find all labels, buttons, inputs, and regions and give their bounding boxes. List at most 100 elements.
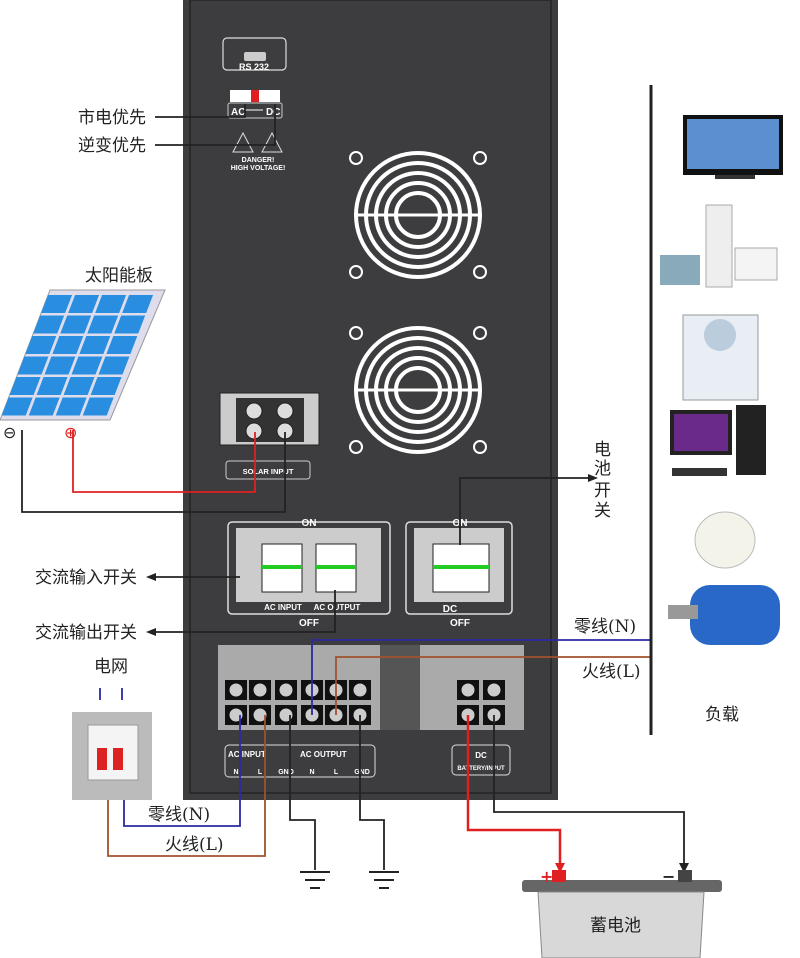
rice-cooker-icon [694,511,756,569]
terminal-screw [249,680,271,700]
svg-text:⊕: ⊕ [64,423,77,442]
solar-cell [44,356,76,375]
terminal-ac-output-label: AC OUTPUT [300,750,347,759]
solar-cell [106,336,138,354]
wiring [21,85,685,870]
battery-icon: + − [522,867,722,958]
solar-cell [52,336,84,354]
battery-plus: + [540,867,553,886]
solar-cell [87,315,119,334]
terminal-screw [225,705,247,725]
ac-input-switch-label: AC INPUT [264,603,302,612]
dc-battery-breaker[interactable] [432,543,490,593]
rs232-port: RS 232 [222,37,287,72]
arrowheads [146,474,689,873]
solar-cell [33,315,65,334]
solar-cell [60,315,92,334]
solar-panel-label: 太阳能板 [85,266,153,286]
tv-icon [683,115,783,179]
cooling-fan-icon [349,151,487,279]
battery-minus: − [662,867,675,886]
live-right-label: 火线(L) [582,662,641,682]
ground-icon [369,871,399,889]
battery-switch-label: 关 [594,501,611,521]
cooling-fan-icon [349,326,487,454]
terminal-screw [225,680,247,700]
electric-motor-icon [668,585,780,645]
solar-cell [122,295,154,313]
terminal-screw [249,705,271,725]
washing-machine-icon [682,314,759,401]
priority-switch[interactable]: AC DC [227,90,283,119]
ac-in-gnd-label: GND [278,769,294,776]
terminal-screw [275,705,297,725]
ac-breaker-group: ON AC INPUT AC OUTPUT OFF [227,518,391,629]
solar-cell [25,336,57,354]
grid-label: 电网 [94,657,128,677]
air-conditioner-icon [660,204,778,288]
solar-cell [63,377,95,395]
ac-in-n-label: N [233,769,238,776]
solar-cell [36,377,68,395]
ac-input-breaker[interactable] [261,543,303,593]
ac-output-breaker[interactable] [315,543,357,593]
solar-cell [55,397,87,416]
solar-cell [41,295,73,313]
ac-in-l-label: L [258,769,263,776]
load-label: 负载 [705,705,739,725]
solar-input-terminal: SOLAR INPUT [219,392,320,480]
neutral-left-label: 零线(N) [148,805,210,825]
terminal-screw [483,680,505,700]
ac-input-switch-callout: 交流输入开关 [35,568,137,588]
solar-cell [9,377,41,395]
solar-cell [1,397,33,416]
ac-out-gnd-label: GND [354,769,370,776]
ac-label: AC [231,107,245,118]
solar-cell [17,356,49,375]
ground-icon [300,871,330,889]
ac-off-label: OFF [299,618,319,629]
svg-text:⊖: ⊖ [3,423,16,442]
battery-switch-label: 池 [594,459,611,479]
terminal-dc-label: DC [475,751,487,760]
battery-input-label: BATTERY/INPUT [457,766,505,772]
solar-cell [28,397,60,416]
danger-warning-icon: DANGER! HIGH VOLTAGE! [231,131,286,172]
solar-panel: ⊖⊕ [0,289,166,442]
ac-output-switch-label: AC OUTPUT [314,603,361,612]
high-voltage-label: HIGH VOLTAGE! [231,165,286,172]
dc-switch-label: DC [443,604,457,615]
terminal-screw [457,680,479,700]
mains-priority-label: 市电优先 [78,108,146,128]
solar-cell [82,397,114,416]
rs232-label: RS 232 [239,62,269,72]
ac-on-label: ON [302,518,317,529]
solar-cell [90,377,122,395]
ac-out-l-label: L [334,769,339,776]
neutral-right-label: 零线(N) [574,617,636,637]
battery-switch-label: 电 [594,440,611,460]
solar-input-label: SOLAR INPUT [243,467,294,476]
solar-cell [95,295,127,313]
dc-label: DC [266,107,280,118]
solar-cell [114,315,146,334]
dc-off-label: OFF [450,618,470,629]
solar-cell [79,336,111,354]
inverter-priority-label: 逆变优先 [78,136,146,156]
solar-cell [98,356,130,375]
solar-cell [68,295,100,313]
terminal-screw [275,680,297,700]
computer-icon [670,405,766,476]
battery-switch-label: 开 [594,481,611,501]
ac-output-switch-callout: 交流输出开关 [35,623,137,643]
terminal-screw [349,680,371,700]
danger-label: DANGER! [242,157,275,164]
battery-label: 蓄电池 [590,916,641,936]
terminal-ac-input-label: AC INPUT [228,750,266,759]
terminal-screw [349,705,371,725]
solar-cell [71,356,103,375]
live-left-label: 火线(L) [165,835,224,855]
grid-breaker-box [72,712,152,800]
